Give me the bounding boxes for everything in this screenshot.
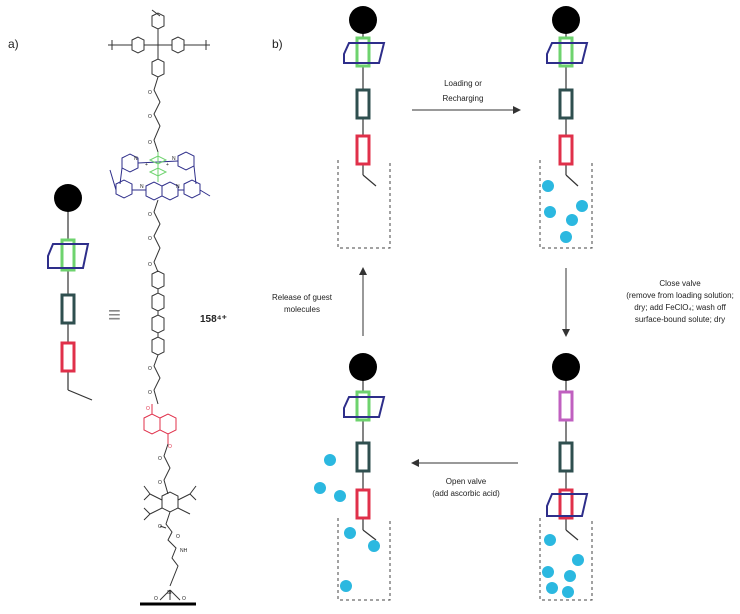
pore-outline	[539, 160, 593, 249]
atom-label-n: N	[140, 184, 144, 190]
step-label-open-valve: (add ascorbic acid)	[432, 489, 500, 498]
stopper-icon	[552, 353, 580, 381]
guest-molecule-icon	[576, 200, 588, 212]
pore-outline	[539, 518, 593, 601]
atom-label-o: O	[158, 456, 162, 462]
oxidized-station-icon	[558, 390, 574, 422]
atom-label-o: O	[158, 480, 162, 486]
pore-outline	[337, 160, 391, 249]
equivalence-symbol: ≡	[108, 302, 121, 327]
red-station-icon	[558, 134, 574, 166]
state-releasing	[314, 353, 391, 601]
atom-label-o: O	[146, 406, 150, 412]
atom-label-o: O	[148, 262, 152, 268]
guest-molecule-icon	[544, 206, 556, 218]
guest-molecule-icon	[572, 554, 584, 566]
panel-label-a: a)	[8, 37, 19, 51]
panel-label-b: b)	[272, 37, 283, 51]
atom-label-o: O	[168, 444, 172, 450]
red-station-icon	[60, 341, 76, 373]
step-label-close-valve: Close valve	[659, 279, 701, 288]
gray-station-icon	[60, 293, 76, 325]
red-station-icon	[558, 488, 574, 520]
state-loaded-open	[539, 6, 593, 249]
atom-label-o: O	[158, 524, 162, 530]
atom-label-o: O	[148, 90, 152, 96]
atom-label-o: O	[148, 366, 152, 372]
atom-label-o: O	[148, 140, 152, 146]
ring-icon	[546, 493, 589, 517]
step-label-loading: Recharging	[443, 94, 484, 103]
guest-molecule-icon	[546, 582, 558, 594]
atom-label-n: N	[176, 184, 180, 190]
guest-molecule-icon	[542, 180, 554, 192]
atom-label-n: N	[134, 156, 138, 162]
guest-molecule-icon	[562, 586, 574, 598]
atom-label-o: O	[148, 236, 152, 242]
atom-label-o: O	[182, 596, 186, 602]
stopper-icon	[552, 6, 580, 34]
guest-molecule-icon	[368, 540, 380, 552]
step-label-release: molecules	[284, 305, 320, 314]
step-label-close-valve: (remove from loading solution;	[626, 291, 734, 300]
step-label-release: Release of guest	[272, 293, 333, 302]
atom-label-o: O	[176, 534, 180, 540]
guest-molecule-icon	[334, 490, 346, 502]
green-station-icon	[355, 390, 371, 422]
gray-station-icon	[355, 441, 371, 473]
guest-molecule-icon	[344, 527, 356, 539]
guest-molecule-icon	[564, 570, 576, 582]
guest-molecule-icon	[544, 534, 556, 546]
atom-label-o: O	[148, 114, 152, 120]
pore-outline	[337, 518, 391, 601]
step-label-close-valve: surface-bound solute; dry	[635, 315, 725, 324]
gray-station-icon	[558, 441, 574, 473]
guest-molecule-icon	[340, 580, 352, 592]
step-label-close-valve: dry; add FeClO₄; wash off	[634, 303, 726, 312]
red-station-icon	[355, 488, 371, 520]
atom-label-si: Si	[167, 590, 171, 596]
stopper-icon	[349, 353, 377, 381]
chemical-structure	[108, 9, 211, 601]
ring-icon	[343, 396, 386, 418]
gray-station-icon	[558, 88, 574, 120]
guest-molecule-icon	[566, 214, 578, 226]
ring-icon	[47, 243, 90, 269]
atom-label-plus: +	[166, 162, 169, 168]
compound-label: 158⁴⁺	[200, 314, 227, 325]
state-loaded-closed	[539, 353, 593, 601]
step-label-open-valve: Open valve	[446, 477, 487, 486]
step-label-loading: Loading or	[444, 79, 482, 88]
stopper-icon	[54, 184, 82, 212]
guest-molecule-icon	[560, 231, 572, 243]
schematic-rotaxane	[47, 184, 93, 401]
green-station-icon	[60, 238, 76, 272]
stopper-icon	[349, 6, 377, 34]
green-station-icon	[558, 36, 574, 68]
atom-label-plus: +	[145, 162, 148, 168]
gray-station-icon	[355, 88, 371, 120]
guest-molecule-icon	[314, 482, 326, 494]
atom-label-o: O	[154, 596, 158, 602]
guest-molecule-icon	[542, 566, 554, 578]
green-station-icon	[355, 36, 371, 68]
state-empty-open	[337, 6, 391, 249]
atom-label-n: N	[172, 156, 176, 162]
atom-label-nh: NH	[180, 548, 188, 554]
atom-label-o: O	[148, 390, 152, 396]
red-station-icon	[355, 134, 371, 166]
ring-icon	[343, 42, 386, 64]
guest-molecule-icon	[324, 454, 336, 466]
atom-label-o: O	[148, 212, 152, 218]
ring-icon	[546, 42, 589, 64]
